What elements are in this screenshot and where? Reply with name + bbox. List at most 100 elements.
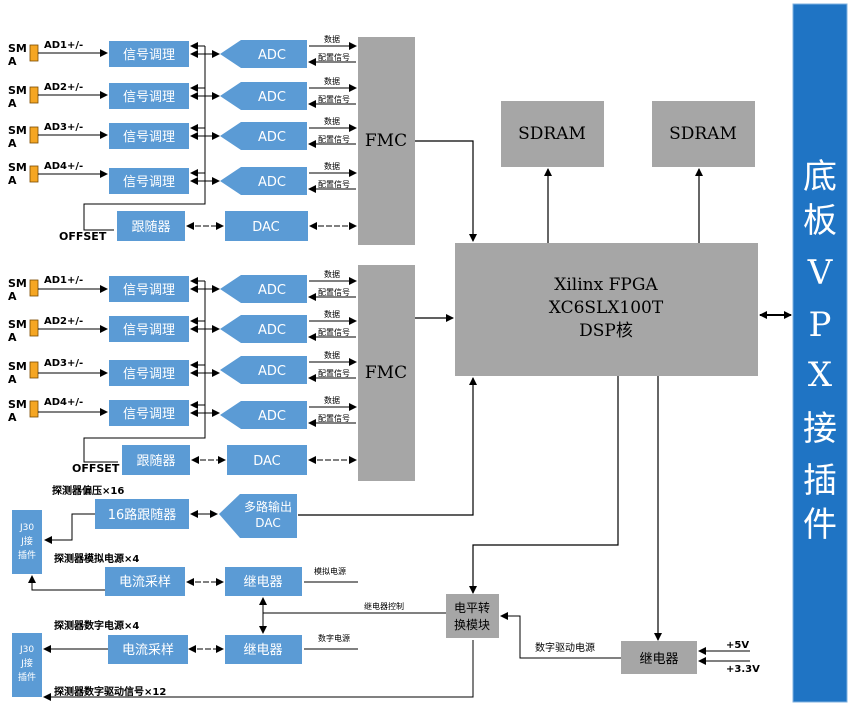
drive-signal-label: 探测器数字驱动信号×12 (54, 685, 166, 698)
current-sample-top: 电流采样 (105, 567, 185, 596)
signal-cond-box: 信号调理 (109, 168, 189, 194)
backplane-char: X (808, 355, 833, 395)
level-shift-block: 电平转 换模块 (446, 594, 499, 638)
follower-block: 跟随器 (117, 211, 185, 241)
svg-text:继电器: 继电器 (639, 652, 678, 667)
adc-group-1: SM A AD1+/- SM A AD2+/- SM A AD3+/- SM A… (8, 34, 415, 245)
sma-label: SM (8, 124, 27, 137)
svg-text:配置信号: 配置信号 (318, 327, 350, 337)
ad-label: AD3+/- (44, 122, 83, 133)
j30-connector-bottom: J30 J接 插件 (12, 633, 42, 697)
svg-text:信号调理: 信号调理 (123, 130, 175, 145)
svg-text:继电器: 继电器 (243, 575, 282, 590)
sma-channel: SM A AD3+/- (8, 122, 83, 150)
connector-icon (29, 86, 39, 104)
offset-label: OFFSET (59, 230, 107, 243)
relay-bottom: 继电器 (225, 635, 302, 664)
svg-text:ADC: ADC (258, 323, 286, 338)
sma-channel: SM A AD2+/- (8, 82, 83, 110)
fpga-line1: Xilinx FPGA (554, 275, 658, 295)
digital-power-text: 数字电源 (318, 633, 350, 643)
multi-dac-block: 多路输出 DAC (219, 494, 297, 538)
ad-label: AD2+/- (44, 82, 83, 93)
sma-channel: SM A AD3+/- (8, 358, 83, 386)
svg-text:A: A (8, 411, 17, 424)
svg-text:继电器: 继电器 (243, 643, 282, 658)
relay-ctrl-text: 继电器控制 (364, 601, 404, 611)
relay-top: 继电器 (225, 567, 302, 596)
fmc-block: FMC (358, 37, 415, 245)
svg-text:配置信号: 配置信号 (318, 179, 350, 189)
svg-text:DAC: DAC (253, 454, 281, 469)
svg-text:配置信号: 配置信号 (318, 287, 350, 297)
svg-text:信号调理: 信号调理 (123, 407, 175, 422)
svg-text:16路跟随器: 16路跟随器 (108, 507, 177, 523)
svg-text:信号调理: 信号调理 (123, 367, 175, 382)
ad-label: AD1+/- (44, 40, 83, 51)
svg-text:SM: SM (8, 360, 27, 373)
sma-label: A (8, 174, 17, 187)
digital-power-label: 探测器数字电源×4 (54, 619, 139, 632)
dac-block: DAC (227, 445, 307, 475)
svg-text:J30: J30 (19, 645, 34, 655)
analog-power-text: 模拟电源 (314, 566, 346, 576)
link-labels: 数据 配置信号 数据 配置信号 数据 配置信号 数据 配置信号 (318, 34, 350, 189)
link-labels: 数据 配置信号 数据 配置信号 数据 配置信号 数据 配置信号 (318, 269, 350, 423)
fpga-connections (298, 140, 792, 641)
sdram-label: SDRAM (669, 124, 737, 144)
signal-cond-box: 信号调理 (109, 41, 189, 67)
v5-label: +5V (726, 640, 749, 651)
connector-icon (29, 126, 39, 144)
svg-text:信号调理: 信号调理 (123, 283, 175, 298)
j30-connector-top: J30 J接 插件 (12, 510, 42, 574)
adc-block: ADC (220, 401, 307, 429)
backplane-char: 件 (803, 505, 837, 545)
svg-text:ADC: ADC (258, 409, 286, 424)
signal-cond-box: 信号调理 (109, 316, 189, 342)
svg-text:配置信号: 配置信号 (318, 134, 350, 144)
svg-text:SM: SM (8, 398, 27, 411)
adc-group-2: SM A AD1+/- SM A AD2+/- SM A AD3+/- SM A… (8, 265, 415, 481)
connector-icon (29, 165, 39, 183)
svg-text:配置信号: 配置信号 (318, 413, 350, 423)
svg-text:插件: 插件 (18, 549, 36, 561)
offset-label: OFFSET (72, 462, 120, 475)
backplane-char: 接 (803, 409, 837, 449)
sdram-label: SDRAM (518, 124, 586, 144)
adc-block: ADC (220, 275, 307, 303)
svg-text:数据: 数据 (324, 269, 340, 279)
ad-label: AD3+/- (44, 358, 83, 369)
svg-text:多路输出: 多路输出 (244, 499, 292, 514)
svg-text:J接: J接 (20, 657, 33, 669)
svg-text:信号调理: 信号调理 (123, 175, 175, 190)
signal-cond-box: 信号调理 (109, 360, 189, 386)
power-and-bias-section: 探测器偏压×16 16路跟随器 多路输出 DAC J30 J接 插件 J30 J… (12, 484, 760, 701)
svg-text:信号调理: 信号调理 (123, 90, 175, 105)
svg-text:数据: 数据 (324, 350, 340, 360)
ad-label: AD2+/- (44, 316, 83, 327)
ad-label: AD4+/- (44, 397, 83, 408)
svg-text:ADC: ADC (258, 130, 286, 145)
fmc-block: FMC (358, 265, 415, 481)
svg-text:ADC: ADC (258, 175, 286, 190)
adc-block: ADC (220, 356, 307, 384)
svg-text:A: A (8, 290, 17, 303)
fpga-block: Xilinx FPGA XC6SLX100T DSP核 (455, 243, 758, 376)
svg-text:换模块: 换模块 (454, 618, 490, 632)
adc-block: ADC (220, 167, 307, 195)
svg-text:跟随器: 跟随器 (131, 220, 170, 235)
svg-text:数据: 数据 (324, 309, 340, 319)
connector-icon (29, 361, 39, 379)
svg-text:电平转: 电平转 (454, 600, 490, 615)
adc-block: ADC (220, 82, 307, 110)
svg-text:ADC: ADC (258, 90, 286, 105)
svg-text:SM: SM (8, 318, 27, 331)
main-relay-block: 继电器 (621, 641, 697, 674)
sma-label: A (8, 55, 17, 68)
signal-cond-box: 信号调理 (109, 276, 189, 302)
fpga-line2: XC6SLX100T (549, 298, 664, 318)
svg-text:J接: J接 (20, 535, 33, 547)
svg-text:ADC: ADC (258, 283, 286, 298)
backplane-char: 底 (803, 157, 837, 197)
